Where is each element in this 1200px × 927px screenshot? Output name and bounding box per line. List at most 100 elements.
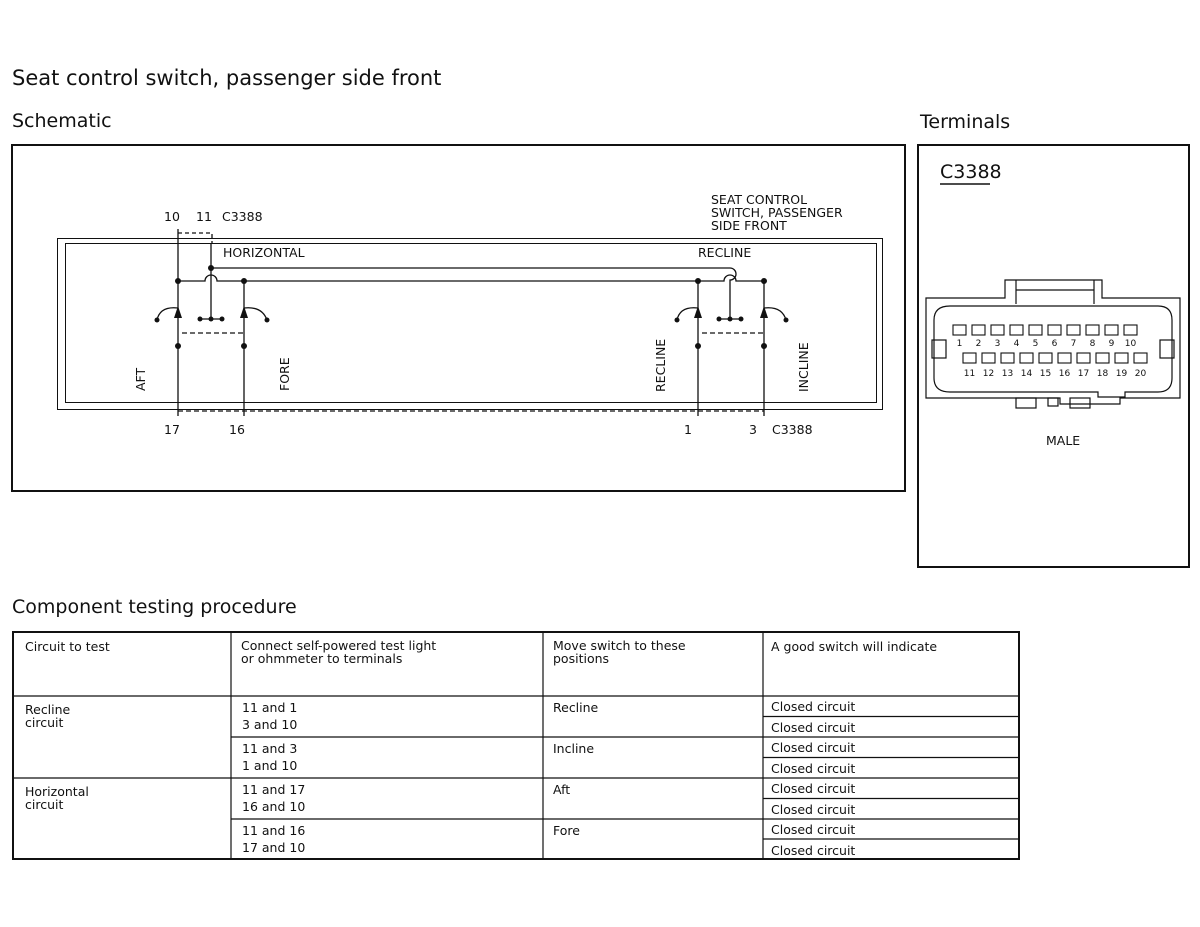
terminal-pin-number: 9 [1109, 339, 1115, 349]
terminal-pin-number: 18 [1097, 369, 1109, 379]
component-label-line: SEAT CONTROL [711, 192, 807, 207]
incline-switch-label: INCLINE [796, 342, 811, 392]
terminals-value: 17 and 10 [242, 840, 306, 855]
terminal-pin-number: 17 [1078, 369, 1089, 379]
position-value: Aft [553, 782, 571, 797]
terminals-value: 11 and 17 [242, 782, 306, 797]
arrow-head [174, 306, 182, 318]
terminal-connector-label: C3388 [940, 161, 1002, 183]
connector-bottom-label: C3388 [772, 422, 813, 437]
terminal-pin-number: 10 [1125, 339, 1137, 349]
junction-dot [175, 278, 181, 284]
terminal-pin-number: 11 [964, 369, 975, 379]
result-value: Closed circuit [771, 802, 856, 817]
arrow-head [240, 306, 248, 318]
pin-label-bottom: 3 [749, 422, 757, 437]
connector-outer-body [925, 279, 1181, 405]
contact-dot [727, 316, 733, 322]
pin-label-bottom: 1 [684, 422, 692, 437]
terminals-value: 1 and 10 [242, 758, 298, 773]
result-value: Closed circuit [771, 781, 856, 796]
pin-label-top: 11 [196, 209, 212, 224]
terminal-pin [1019, 352, 1034, 364]
contact-dot [738, 316, 744, 322]
connector-gender-label: MALE [1046, 433, 1080, 448]
connector-side-key [1159, 339, 1175, 359]
terminal-pin-number: 8 [1090, 339, 1096, 349]
terminal-pin-number: 3 [995, 339, 1001, 349]
circuit-name: Horizontal circuit [25, 784, 89, 812]
component-label-line: SWITCH, PASSENGER [711, 205, 843, 220]
terminal-pin [990, 324, 1005, 336]
position-value: Fore [553, 823, 580, 838]
terminal-pin-number: 4 [1014, 339, 1020, 349]
terminals-frame [917, 144, 1190, 568]
terminal-pin [1133, 352, 1148, 364]
pin-label-top: 10 [164, 209, 180, 224]
page-title: Seat control switch, passenger side fron… [12, 66, 442, 90]
terminal-pin-number: 14 [1021, 369, 1033, 379]
contact-dot [154, 317, 160, 323]
recline-section-label: RECLINE [698, 245, 751, 260]
terminal-pin [1095, 352, 1110, 364]
contact-dot [674, 317, 680, 323]
contact-dot [219, 316, 225, 322]
pin11-drop-right [729, 267, 737, 318]
result-value: Closed circuit [771, 843, 856, 858]
terminal-pin [1114, 352, 1129, 364]
pin-label-bottom: 16 [229, 422, 245, 437]
terminal-pin-number: 16 [1059, 369, 1071, 379]
connector-inner-body [933, 305, 1173, 398]
result-value: Closed circuit [771, 720, 856, 735]
terminal-pin [1085, 324, 1100, 336]
contact-dot [208, 316, 214, 322]
table-grid [14, 633, 1018, 858]
terminal-pin [1057, 352, 1072, 364]
switch-outer-outline [57, 238, 883, 410]
contact-dot [241, 343, 247, 349]
terminal-pin [962, 352, 977, 364]
contact-dot [783, 317, 789, 323]
contact-dot [197, 316, 203, 322]
terminal-pin-number: 19 [1116, 369, 1128, 379]
terminal-pin-number: 12 [983, 369, 994, 379]
terminal-pin-number: 2 [976, 339, 982, 349]
procedure-title: Component testing procedure [12, 596, 297, 618]
terminal-pin [1047, 324, 1062, 336]
terminal-pin-number: 7 [1071, 339, 1077, 349]
component-label-line: SIDE FRONT [711, 218, 787, 233]
component-testing-table: Circuit to test Connect self-powered tes… [12, 631, 1020, 860]
terminal-pin [1076, 352, 1091, 364]
connector-bottom-key [1015, 397, 1037, 409]
header-result: A good switch will indicate [771, 639, 938, 654]
contact-dot [761, 343, 767, 349]
terminals-title: Terminals [920, 111, 1011, 133]
result-value: Closed circuit [771, 740, 856, 755]
recline-switch-label: RECLINE [653, 339, 668, 392]
terminal-pin [1038, 352, 1053, 364]
circuit-name: Recline circuit [25, 702, 71, 730]
contact-dot [695, 343, 701, 349]
terminal-pin-number: 6 [1052, 339, 1058, 349]
contact-dot [264, 317, 270, 323]
position-value: Recline [553, 700, 599, 715]
terminal-pin [1123, 324, 1138, 336]
terminal-pin-number: 13 [1002, 369, 1013, 379]
schematic-frame [11, 144, 906, 492]
junction-dot [241, 278, 247, 284]
contact-dot [175, 343, 181, 349]
terminals-value: 3 and 10 [242, 717, 298, 732]
terminal-pin [1066, 324, 1081, 336]
junction-dot [208, 265, 214, 271]
terminal-pin-number: 5 [1033, 339, 1039, 349]
junction-dot [695, 278, 701, 284]
terminal-pin [1000, 352, 1015, 364]
connector-bottom-key [1047, 397, 1059, 407]
terminals-value: 16 and 10 [242, 799, 306, 814]
pin-label-bottom: 17 [164, 422, 180, 437]
position-value: Incline [553, 741, 595, 756]
result-value: Closed circuit [771, 761, 856, 776]
